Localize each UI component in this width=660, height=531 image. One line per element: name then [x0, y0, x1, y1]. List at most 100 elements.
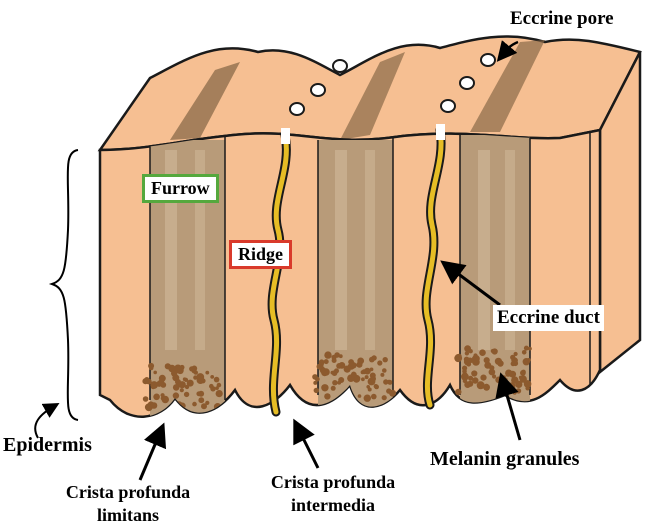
melanin-granule [187, 380, 194, 387]
melanin-granule [472, 358, 480, 366]
melanin-granule [377, 360, 382, 365]
melanin-granule [146, 379, 152, 385]
melanin-granule [511, 361, 516, 366]
crista-limitans-line-1: Crista profunda [66, 481, 190, 504]
melanin-granule [348, 363, 355, 370]
melanin-granule [370, 376, 376, 382]
eccrine-pore-label: Eccrine pore [510, 8, 614, 30]
ridge-label: Ridge [229, 240, 292, 269]
melanin-granule [358, 394, 362, 398]
melanin-granule [515, 381, 522, 388]
melanin-granule [196, 391, 201, 396]
melanin-granule [527, 358, 531, 362]
melanin-granule [463, 368, 467, 372]
melanin-granule [165, 363, 171, 369]
melanin-granule [331, 371, 335, 375]
furrow-band-streak [335, 150, 347, 350]
melanin-granule [483, 384, 490, 391]
melanin-granule [317, 364, 323, 370]
epidermis-label: Epidermis [3, 434, 92, 457]
crista-limitans-line-2: limitans [66, 504, 190, 527]
melanin-granule [464, 359, 469, 364]
crista-profunda-limitans-label: Crista profunda limitans [66, 481, 190, 528]
melanin-granule [473, 353, 477, 357]
melanin-granule [520, 370, 526, 376]
melanin-granule [370, 368, 374, 372]
melanin-granule [525, 386, 530, 391]
crista-intermedia-line-1: Crista profunda [271, 471, 395, 494]
melanin-granule [365, 375, 369, 379]
melanin-granule [480, 375, 486, 381]
melanin-granule [324, 393, 330, 399]
melanin-granule [312, 374, 318, 380]
melanin-granule [153, 371, 157, 375]
melanin-granules-label: Melanin granules [430, 448, 579, 471]
melanin-granule [210, 386, 215, 391]
melanin-granule [334, 368, 339, 373]
melanin-granule [162, 396, 169, 403]
melanin-granule [524, 346, 529, 351]
furrow-label: Furrow [142, 174, 219, 203]
melanin-granule [210, 375, 214, 379]
melanin-granule [151, 402, 158, 409]
melanin-granule [471, 370, 477, 376]
crista-intermedia-line-2: intermedia [271, 494, 395, 517]
melanin-granule [361, 377, 365, 381]
melanin-granule [489, 369, 496, 376]
melanin-granule [454, 354, 462, 362]
melanin-granule [344, 392, 350, 398]
eccrine-duct-label: Eccrine duct [493, 305, 604, 331]
melanin-granule [465, 351, 469, 355]
melanin-granule [337, 381, 341, 385]
melanin-granule [334, 352, 340, 358]
melanin-granule [149, 366, 153, 370]
melanin-granule [519, 376, 523, 380]
eccrine-pore-dot-icon [290, 103, 304, 115]
melanin-granule [332, 358, 337, 363]
melanin-granule [171, 370, 177, 376]
melanin-granule [205, 371, 209, 375]
melanin-granule [387, 380, 391, 384]
melanin-granule [364, 395, 371, 402]
melanin-granule [368, 388, 372, 392]
melanin-granule [201, 403, 207, 409]
melanin-granule [322, 368, 326, 372]
melanin-granule [479, 349, 486, 356]
melanin-granule [495, 358, 502, 365]
melanin-granule [151, 384, 156, 389]
arrow-icon [140, 428, 162, 480]
melanin-granule [356, 362, 362, 368]
melanin-granule [173, 392, 179, 398]
furrow-band [318, 140, 393, 430]
melanin-granule [371, 355, 376, 360]
melanin-granule [495, 377, 502, 384]
melanin-granule [516, 388, 521, 393]
melanin-granule [491, 349, 495, 353]
melanin-granule [215, 386, 219, 390]
melanin-granule [173, 384, 180, 391]
melanin-granule [324, 359, 329, 364]
duct-opening [281, 128, 290, 144]
melanin-granule [484, 357, 490, 363]
melanin-granule [455, 389, 461, 395]
melanin-granule [332, 380, 337, 385]
melanin-granule [331, 386, 336, 391]
furrow-band-streak [478, 150, 490, 350]
melanin-granule [183, 377, 187, 381]
melanin-granule [336, 363, 342, 369]
melanin-granule [214, 377, 220, 383]
melanin-granule [313, 381, 317, 385]
melanin-granule [184, 392, 189, 397]
melanin-granule [159, 375, 166, 382]
melanin-granule [351, 372, 357, 378]
eccrine-pore-dot-icon [460, 77, 474, 89]
brace-icon [52, 150, 78, 420]
melanin-granule [217, 393, 221, 397]
duct-opening [436, 124, 445, 140]
melanin-granule [197, 376, 205, 384]
melanin-granule [382, 395, 387, 400]
furrow-band-streak [365, 150, 375, 350]
eccrine-pore-dot-icon [481, 54, 495, 66]
melanin-granule [514, 352, 518, 356]
melanin-granule [464, 381, 471, 388]
